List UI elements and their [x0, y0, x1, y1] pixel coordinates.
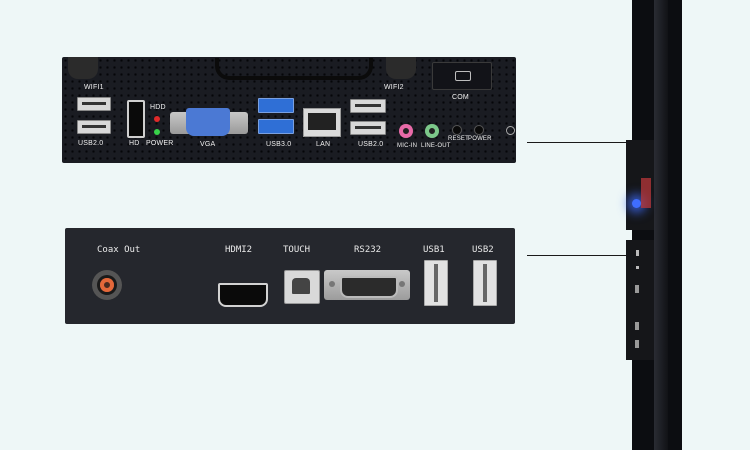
tv-side-port-strip-lower [626, 240, 654, 360]
usb2-label: USB2 [472, 245, 494, 255]
power-button-label: POWER [468, 136, 492, 142]
usb20-right-port-lower [350, 121, 386, 135]
vga-label: VGA [200, 141, 216, 148]
usb30-label: USB3.0 [266, 141, 292, 148]
tv-side-port-dot-1 [636, 250, 639, 256]
usb30-port-lower [258, 119, 294, 134]
wifi1-antenna [68, 57, 98, 79]
lan-label: LAN [316, 141, 331, 148]
top-handle [215, 58, 373, 80]
rs232-label: RS232 [354, 245, 382, 255]
hdmi2-label: HDMI2 [225, 245, 253, 255]
usb1-label: USB1 [423, 245, 445, 255]
usb20-left-port-upper [77, 97, 111, 111]
power-led [154, 129, 160, 135]
com-port-cover [432, 62, 492, 90]
com-label: COM [452, 94, 469, 101]
power-button [474, 125, 484, 135]
usb1-port [424, 260, 448, 306]
rs232-port [324, 270, 410, 300]
usb20-left-port-lower [77, 120, 111, 134]
reset-label: RESET [448, 136, 470, 142]
line-out-label: LINE-OUT [421, 143, 451, 149]
touch-usb-b-port [284, 270, 320, 304]
hdd-label: HDD [150, 104, 166, 111]
tv-side-sticker [641, 178, 651, 208]
usb20-left-label: USB2.0 [78, 140, 104, 147]
tv-side-port-dot-4 [635, 322, 639, 330]
tv-side-edge [654, 0, 668, 450]
ground-screw-icon [506, 126, 515, 135]
wifi2-label: WIFI2 [384, 84, 404, 91]
tv-side-port-dot-5 [635, 340, 639, 348]
mic-in-label: MIC-IN [397, 143, 418, 149]
tv-side-port-dot-3 [635, 285, 639, 293]
lan-port [303, 108, 341, 137]
hd-port [127, 100, 145, 138]
tv-side-port-dot-2 [636, 266, 639, 269]
coax-out-label: Coax Out [97, 245, 141, 255]
mic-in-jack [399, 124, 413, 138]
usb30-port-upper [258, 98, 294, 113]
hd-label: HD [129, 140, 140, 147]
power-led-label: POWER [146, 140, 174, 147]
hdmi2-port [218, 283, 268, 307]
usb20-right-label: USB2.0 [358, 141, 384, 148]
coax-out-jack [92, 270, 122, 300]
usb2-port [473, 260, 497, 306]
touch-label: TOUCH [283, 245, 311, 255]
usb20-right-port-upper [350, 99, 386, 113]
callout-line-bottom [527, 255, 627, 256]
line-out-jack [425, 124, 439, 138]
hdd-led [154, 116, 160, 122]
reset-button [452, 125, 462, 135]
vga-port [186, 108, 230, 136]
callout-line-top [527, 142, 627, 143]
wifi1-label: WIFI1 [84, 84, 104, 91]
tv-power-led [632, 199, 641, 208]
wifi2-antenna [386, 57, 416, 79]
